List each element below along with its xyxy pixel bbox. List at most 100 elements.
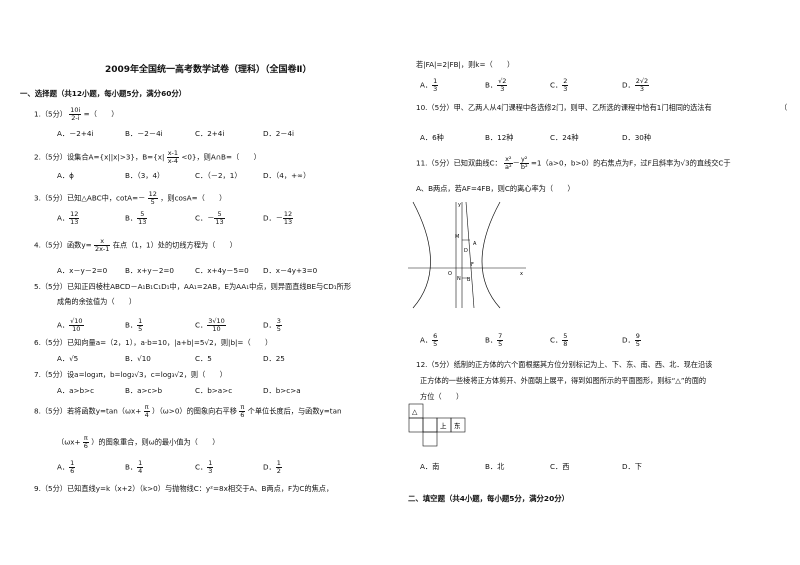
q7-option-a: A．a>b>c <box>57 386 95 395</box>
question-9: 9.（5分）已知直线y=k（x+2）（k>0）与抛物线C：y²=8x相交于A、B… <box>34 484 334 493</box>
q4-option-a: A．x－y－2=0 <box>57 266 108 275</box>
origin-label: O <box>448 271 452 277</box>
q12-option-a: A．南 <box>420 462 440 471</box>
point-m-label: M <box>455 234 459 240</box>
q12-option-d: D．下 <box>622 462 642 471</box>
q2-option-b: B．（3，4） <box>125 171 165 180</box>
cube-net-figure: △ 上 东 <box>408 403 466 447</box>
question-5-cont: 成角的余弦值为（ ） <box>57 297 137 306</box>
q10-option-d: D．30种 <box>622 133 652 142</box>
question-12: 12.（5分）纸制的正方体的六个面根据其方位分别标记为上、下、东、南、西、北．现… <box>416 360 713 369</box>
y-axis-label: y <box>458 202 461 208</box>
question-9-cont: 若|FA|=2|FB|，则k=（ ） <box>416 60 515 69</box>
q10-option-c: C．24种 <box>550 133 579 142</box>
net-face-east <box>450 417 466 433</box>
question-11-cont: A、B两点，若AF=4FB，则C的离心率为（ ） <box>416 184 575 193</box>
point-b-label: B <box>467 277 471 283</box>
question-7: 7.（5分）设a=log₃π，b=log₂√3，c=log₃√2，则（ ） <box>34 370 227 379</box>
q1-option-c: C．2+4i <box>195 129 225 138</box>
q10-option-a: A．6种 <box>420 133 444 142</box>
q6-option-b: B．√10 <box>125 354 151 363</box>
question-10: 10.（5分）甲、乙两人从4门课程中各选修2门，则甲、乙所选的课程中恰有1门相同… <box>416 103 712 112</box>
net-face <box>422 431 438 447</box>
q6-option-d: D．25 <box>263 354 285 363</box>
q7-option-b: B．a>c>b <box>125 386 163 395</box>
net-face <box>408 417 424 433</box>
point-d-label: D <box>464 248 468 254</box>
secant-line <box>465 201 475 309</box>
q12-option-c: C．西 <box>550 462 570 471</box>
hyperbola-right-branch <box>481 201 501 309</box>
q6-option-c: C．5 <box>195 354 212 363</box>
up-label: 上 <box>440 421 447 430</box>
x-axis-label: x <box>520 271 523 277</box>
question-10-cont: （ ） <box>780 103 800 112</box>
hyperbola-left-branch <box>412 201 431 309</box>
left-column: 2009年全国统一高考数学试卷（理科）（全国卷Ⅱ） 一、选择题（共12小题，每小… <box>0 0 380 565</box>
q4-option-c: C．x+4y－5=0 <box>195 266 249 275</box>
question-12-cont: 正方体的一些棱将正方体剪开、外面朝上展平，得到如图所示的平面图形，则标“△”的面… <box>420 376 707 385</box>
question-12-cont2: 方位（ ） <box>420 392 464 401</box>
q6-option-a: A．√5 <box>57 354 79 363</box>
q7-option-c: C．b>a>c <box>195 386 233 395</box>
q10-option-b: B．12种 <box>485 133 514 142</box>
q1-option-d: D．2－4i <box>263 129 295 138</box>
section-fill-heading: 二、填空题（共4小题，每小题5分，满分20分） <box>408 494 569 503</box>
section-choice-heading: 一、选择题（共12小题，每小题5分，满分60分） <box>20 89 187 98</box>
q4-option-d: D．x－4y+3=0 <box>263 266 318 275</box>
net-face <box>422 417 438 433</box>
page-title: 2009年全国统一高考数学试卷（理科）（全国卷Ⅱ） <box>105 65 312 75</box>
hyperbola-figure: x y O M A D F N B <box>408 201 526 309</box>
q4-option-b: B．x+y－2=0 <box>125 266 175 275</box>
point-f-label: F <box>471 262 474 268</box>
triangle-label: △ <box>412 408 418 416</box>
q2-option-d: D．（4，+∞） <box>263 171 311 180</box>
point-n-label: N <box>457 276 461 282</box>
point-a-label: A <box>473 241 477 247</box>
q2-option-a: A．ϕ <box>57 171 74 180</box>
q12-option-b: B．北 <box>485 462 505 471</box>
question-5: 5.（5分）已知正四棱柱ABCD－A₁B₁C₁D₁中，AA₁=2AB，E为AA₁… <box>34 282 352 291</box>
q2-option-c: C．（－2，1） <box>195 171 242 180</box>
q1-option-a: A．－2+4i <box>57 129 94 138</box>
q7-option-d: D．b>c>a <box>263 386 301 395</box>
q1-option-b: B．－2－4i <box>125 129 163 138</box>
